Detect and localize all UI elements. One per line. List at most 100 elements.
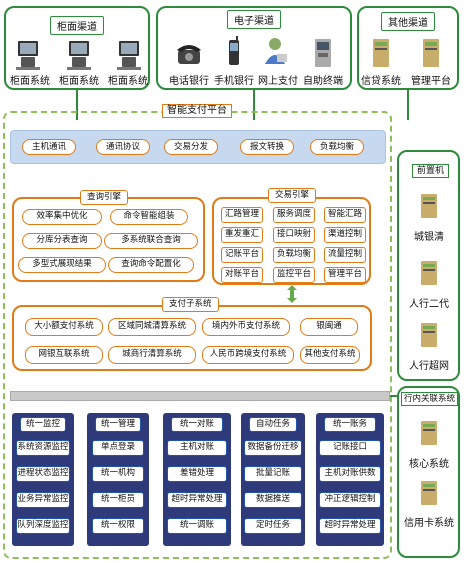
bank-systems-title: 行内关联系统: [401, 392, 459, 406]
computer-icon: [117, 41, 141, 70]
bottom-item: 批量记账: [244, 466, 302, 482]
connector-line: [407, 90, 409, 120]
payment-system-item: 境内外币支付系统: [202, 318, 290, 336]
counter-system-label: 柜面系统: [108, 76, 148, 87]
bottom-group-title: 自动任务: [249, 417, 297, 432]
server-icon: [421, 194, 437, 218]
bottom-item: 超时异常处理: [319, 518, 381, 534]
payment-system-item: 人民币跨境支付系统: [202, 346, 294, 364]
query-item: 命令智能组装: [110, 209, 188, 225]
txn-item: 智能汇路: [324, 207, 366, 223]
bottom-item: 定时任务: [244, 518, 302, 534]
self-service-terminal-icon: [315, 39, 331, 67]
bottom-group-title: 统一账务: [324, 417, 376, 432]
front-machine-item: 人行二代: [409, 299, 449, 310]
electronic-channel-group: 电子渠道 电话银行 手机银行 网上支付 自助终端: [156, 6, 352, 90]
query-item: 查询命令配置化: [108, 257, 194, 273]
bottom-item: 系统资源监控: [16, 440, 70, 456]
bottom-item: 单点登录: [92, 440, 144, 456]
txn-item: 监控平台: [273, 267, 315, 283]
bottom-item: 数据推送: [244, 492, 302, 508]
server-icon: [373, 39, 389, 67]
payment-subsystem-title: 支付子系统: [162, 297, 219, 312]
bottom-item: 进程状态监控: [16, 466, 70, 482]
bar-item-load-balance: 负载均衡: [310, 139, 364, 155]
query-engine-title: 查询引擎: [80, 190, 129, 205]
bottom-group-title: 统一对账: [171, 417, 223, 432]
computer-icon: [16, 41, 40, 70]
connector-line: [76, 90, 78, 120]
bank-systems-group: [397, 386, 460, 558]
bottom-item: 统一柜员: [92, 492, 144, 508]
telephone-icon: [177, 45, 201, 64]
phone-banking-label: 电话银行: [169, 76, 209, 87]
computer-icon: [67, 41, 91, 70]
server-icon: [423, 39, 439, 67]
bottom-group-title: 统一监控: [20, 417, 66, 432]
txn-item: 管理平台: [324, 267, 366, 283]
query-item: 多系统联合查询: [104, 233, 198, 249]
management-platform-label: 管理平台: [411, 76, 451, 87]
mobile-phone-icon: [229, 36, 239, 65]
server-icon: [421, 481, 437, 505]
server-icon: [421, 421, 437, 445]
bottom-item: 队列深度监控: [16, 518, 70, 534]
bar-item-dispatch: 交易分发: [164, 139, 218, 155]
other-channel-group: 其他渠道 信贷系统 管理平台: [357, 6, 459, 90]
online-user-icon: [265, 38, 287, 64]
query-item: 效率集中优化: [22, 209, 102, 225]
bottom-item: 主机对账供数: [319, 466, 381, 482]
counter-channel-title: 柜面渠道: [50, 16, 104, 35]
server-icon: [421, 261, 437, 285]
payment-system-item: 区域同城清算系统: [108, 318, 196, 336]
bottom-item: 业务异常监控: [16, 492, 70, 508]
bottom-item: 统一调账: [167, 518, 227, 534]
bottom-item: 记账接口: [319, 440, 381, 456]
front-machine-item: 城银清: [414, 232, 444, 243]
payment-system-item: 网银互联系统: [25, 346, 103, 364]
platform-title: 智能支付平台: [162, 104, 232, 118]
payment-system-item: 银闽通: [300, 318, 358, 336]
txn-item: 渠道控制: [324, 227, 366, 243]
front-machine-title: 前置机: [412, 164, 450, 178]
online-payment-label: 网上支付: [258, 76, 298, 87]
mobile-banking-label: 手机银行: [214, 76, 254, 87]
txn-item: 负载均衡: [273, 247, 315, 263]
query-item: 分库分表查询: [22, 233, 102, 249]
self-service-terminal-label: 自助终端: [303, 76, 343, 87]
bottom-item: 差错处理: [167, 466, 227, 482]
payment-system-item: 大小额支付系统: [25, 318, 103, 336]
bank-system-item: 信用卡系统: [404, 518, 454, 529]
txn-item: 服务调度: [273, 207, 315, 223]
bottom-group-title: 统一管理: [95, 417, 141, 432]
txn-item: 接口映射: [273, 227, 315, 243]
electronic-channel-title: 电子渠道: [227, 10, 281, 29]
txn-item: 流量控制: [324, 247, 366, 263]
bottom-item: 冲正逻辑控制: [319, 492, 381, 508]
bar-item-protocol: 通讯协议: [96, 139, 150, 155]
bottom-item: 统一权限: [92, 518, 144, 534]
bank-system-item: 核心系统: [409, 459, 449, 470]
bar-item-host-comm: 主机通讯: [22, 139, 76, 155]
counter-system-label: 柜面系统: [59, 76, 99, 87]
bottom-item: 统一机构: [92, 466, 144, 482]
bottom-item: 超时异常处理: [167, 492, 227, 508]
transaction-engine-title: 交易引擎: [268, 188, 317, 203]
connector-line: [253, 90, 255, 120]
bottom-item: 主机对账: [167, 440, 227, 456]
bus-connector: [390, 395, 398, 397]
txn-item: 记账平台: [221, 247, 263, 263]
service-bus-bar: [10, 391, 390, 401]
credit-system-label: 信贷系统: [361, 76, 401, 87]
counter-channel-group: 柜面渠道 柜面系统 柜面系统 柜面系统: [4, 6, 150, 90]
payment-system-item: 其他支付系统: [300, 346, 360, 364]
txn-item: 汇路管理: [221, 207, 263, 223]
bar-item-message-convert: 报文转换: [240, 139, 294, 155]
txn-item: 重发重汇: [221, 227, 263, 243]
front-machine-item: 人行超网: [409, 361, 449, 372]
other-channel-title: 其他渠道: [381, 12, 435, 31]
txn-item: 对账平台: [221, 267, 263, 283]
server-icon: [421, 323, 437, 347]
query-item: 多型式展现结果: [18, 257, 106, 273]
counter-system-label: 柜面系统: [10, 76, 50, 87]
